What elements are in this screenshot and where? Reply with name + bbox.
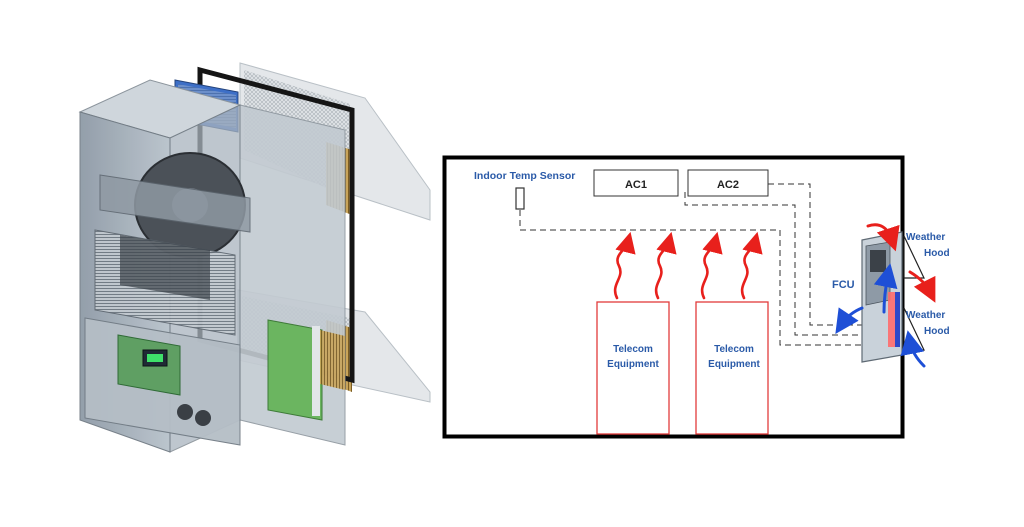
room-schematic: Indoor Temp Sensor AC1 AC2 Telecom Equip… bbox=[442, 155, 950, 439]
weather-hood-bottom-2: Hood bbox=[924, 326, 950, 337]
room-border bbox=[442, 155, 905, 439]
green-side-panel bbox=[267, 319, 323, 421]
equip1-line1: Telecom bbox=[613, 344, 653, 355]
airflow-arrow-icon bbox=[866, 223, 900, 252]
airflow-arrow-icon bbox=[873, 263, 898, 314]
weather-hood-bottom-1: Weather bbox=[906, 310, 945, 321]
telecom-equipment-2 bbox=[695, 301, 769, 435]
telecom-equipment-1 bbox=[596, 301, 670, 435]
equip1-line2: Equipment bbox=[607, 359, 659, 370]
ac-unit-illustration bbox=[78, 62, 431, 453]
temp-sensor-icon bbox=[515, 187, 525, 210]
airflow-arrow-icon bbox=[835, 306, 864, 334]
airflow-arrows bbox=[835, 223, 936, 368]
equip2-line1: Telecom bbox=[714, 344, 754, 355]
ac1-label: AC1 bbox=[625, 179, 647, 191]
heat-arrows bbox=[613, 231, 763, 300]
heat-arrow-icon bbox=[654, 231, 677, 300]
fcu-unit-icon bbox=[861, 231, 903, 363]
airflow-arrow-icon bbox=[900, 330, 926, 368]
weather-hood-top-1: Weather bbox=[906, 232, 945, 243]
ac2-label: AC2 bbox=[717, 179, 739, 191]
heat-arrow-icon bbox=[700, 231, 723, 300]
heat-arrow-icon bbox=[740, 231, 763, 300]
equip2-line2: Equipment bbox=[708, 359, 760, 370]
airflow-arrow-icon bbox=[908, 270, 936, 303]
fcu-label: FCU bbox=[832, 279, 855, 291]
sensor-label: Indoor Temp Sensor bbox=[474, 170, 575, 182]
weather-hood-top-2: Hood bbox=[924, 248, 950, 259]
weather-hood-icon bbox=[903, 235, 925, 351]
ac2-box bbox=[687, 169, 769, 197]
heat-arrow-icon bbox=[613, 231, 636, 300]
ac1-box bbox=[593, 169, 679, 197]
